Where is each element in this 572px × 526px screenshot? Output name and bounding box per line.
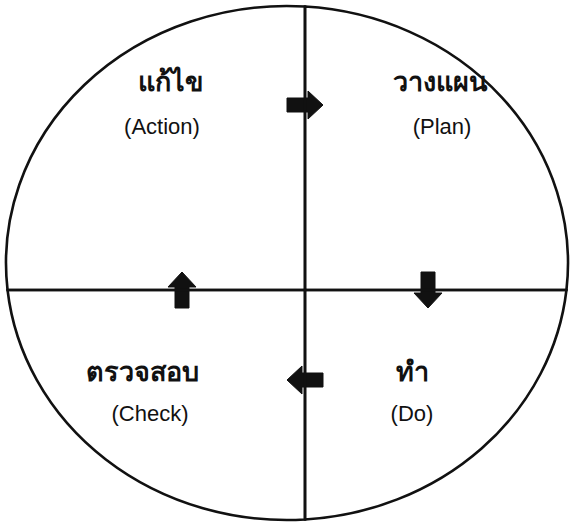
quadrant-border [305, 290, 566, 519]
pdca-quadrant: ตรวจสอบ (Check) [6, 290, 305, 520]
quadrant-border [8, 290, 305, 520]
quadrant-border [305, 7, 568, 290]
step-name-thai: แก้ไข [138, 66, 203, 98]
step-name-english: (Do) [391, 401, 434, 427]
pdca-quadrant: ทำ (Do) [305, 290, 568, 520]
step-name-thai: วางแผน [393, 66, 487, 98]
step-name-thai: ทำ [396, 356, 429, 388]
step-name-thai: ตรวจสอบ [86, 356, 199, 388]
step-name-english: (Check) [111, 401, 188, 427]
quadrant-outline [305, 6, 568, 290]
pdca-quadrant: วางแผน (Plan) [305, 6, 568, 290]
quadrant-outline [6, 6, 305, 290]
quadrant-border [6, 6, 305, 290]
pdca-quadrant: แก้ไข (Action) [6, 6, 305, 290]
step-name-english: (Plan) [413, 114, 472, 140]
step-name-english: (Action) [124, 114, 200, 140]
quadrant-outline [305, 290, 568, 520]
